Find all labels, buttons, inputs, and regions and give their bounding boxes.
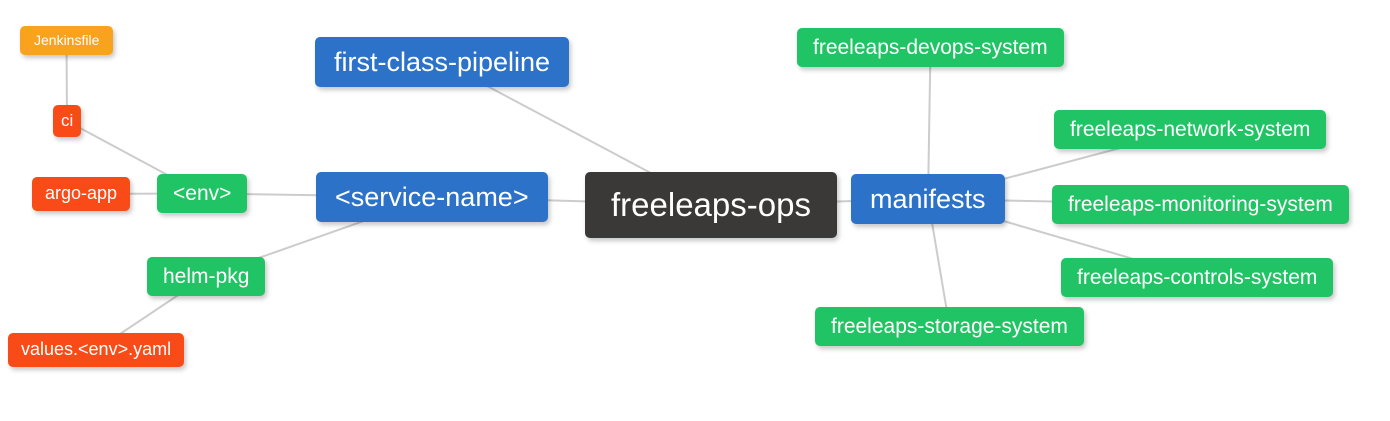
node-freeleaps-controls-system[interactable]: freeleaps-controls-system: [1061, 258, 1334, 298]
node-helm-pkg[interactable]: helm-pkg: [147, 257, 266, 297]
node-values-env-yaml[interactable]: values.<env>.yaml: [8, 333, 185, 367]
node-env[interactable]: <env>: [157, 174, 248, 214]
node-freeleaps-devops-system[interactable]: freeleaps-devops-system: [797, 28, 1064, 68]
node-freeleaps-storage-system[interactable]: freeleaps-storage-system: [815, 307, 1084, 347]
node-first-class-pipeline[interactable]: first-class-pipeline: [315, 37, 570, 88]
node-jenkinsfile[interactable]: Jenkinsfile: [20, 26, 114, 55]
node-freeleaps-ops-root[interactable]: freeleaps-ops: [585, 172, 837, 238]
node-freeleaps-network-system[interactable]: freeleaps-network-system: [1054, 110, 1327, 150]
edge-manifests-devops_system: [927, 47, 932, 200]
node-service-name[interactable]: <service-name>: [316, 172, 548, 223]
node-manifests[interactable]: manifests: [851, 174, 1005, 225]
node-freeleaps-monitoring-system[interactable]: freeleaps-monitoring-system: [1052, 185, 1349, 225]
node-argo-app[interactable]: argo-app: [32, 177, 131, 211]
node-ci[interactable]: ci: [53, 105, 82, 138]
